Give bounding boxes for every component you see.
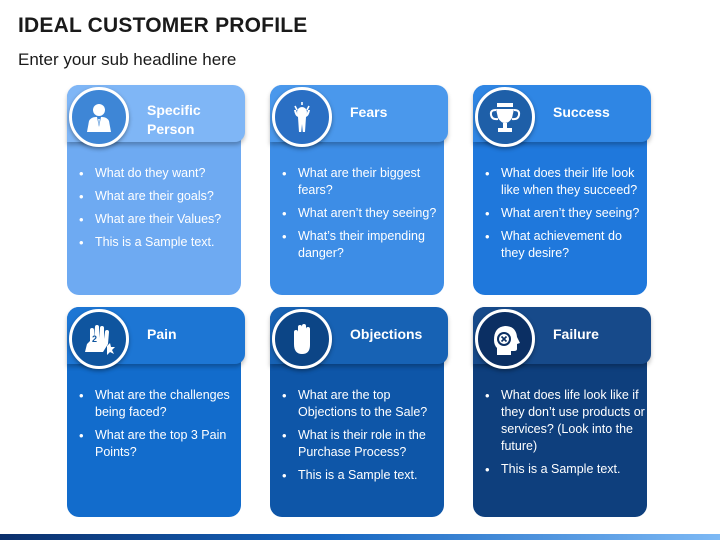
bullet-item: This is a Sample text. xyxy=(483,461,645,478)
bottom-accent-bar xyxy=(0,534,720,540)
card-heading: Specific Person xyxy=(147,102,201,137)
page-title: IDEAL CUSTOMER PROFILE xyxy=(18,14,308,37)
bullet-item: What’s their impending danger? xyxy=(280,228,442,262)
profile-card-objections: ObjectionsWhat are the top Objections to… xyxy=(270,307,448,517)
card-bullet-list: What do they want? What are their goals? W… xyxy=(77,165,239,257)
profile-card-pain: 2 PainWhat are the challenges being faced… xyxy=(67,307,245,517)
pain-hand-icon: 2 xyxy=(69,309,129,369)
card-heading: Failure xyxy=(553,326,599,342)
bullet-item: What are their goals? xyxy=(77,188,239,205)
card-bullet-list: What are the top Objections to the Sale?… xyxy=(280,387,442,490)
bullet-item: What is their role in the Purchase Proce… xyxy=(280,427,442,461)
bullet-item: What are their Values? xyxy=(77,211,239,228)
card-heading: Pain xyxy=(147,326,177,342)
failure-head-icon xyxy=(475,309,535,369)
bullet-item: What are the top 3 Pain Points? xyxy=(77,427,239,461)
stop-hand-icon xyxy=(272,309,332,369)
fear-icon xyxy=(272,87,332,147)
bullet-item: What are the challenges being faced? xyxy=(77,387,239,421)
card-heading: Fears xyxy=(350,104,388,120)
card-bullet-list: What are their biggest fears? What aren’t… xyxy=(280,165,442,268)
profile-card-fears: FearsWhat are their biggest fears?What a… xyxy=(270,85,448,295)
bullet-item: What achievement do they desire? xyxy=(483,228,645,262)
bullet-item: What aren’t they seeing? xyxy=(483,205,645,222)
svg-text:2: 2 xyxy=(92,334,97,344)
profile-card-specific-person: Specific PersonWhat do they want? What ar… xyxy=(67,85,245,295)
bullet-item: What does their life look like when they… xyxy=(483,165,645,199)
bullet-item: This is a Sample text. xyxy=(77,234,239,251)
person-icon xyxy=(69,87,129,147)
card-bullet-list: What does their life look like when they… xyxy=(483,165,645,268)
profile-card-failure: FailureWhat does life look like if they … xyxy=(473,307,651,517)
card-heading: Success xyxy=(553,104,610,120)
card-heading: Objections xyxy=(350,326,423,342)
bullet-item: What does life look like if they don’t u… xyxy=(483,387,645,455)
profile-card-success: SuccessWhat does their life look like wh… xyxy=(473,85,651,295)
bullet-item: What do they want? xyxy=(77,165,239,182)
bullet-item: This is a Sample text. xyxy=(280,467,442,484)
trophy-icon xyxy=(475,87,535,147)
card-bullet-list: What are the challenges being faced? What… xyxy=(77,387,239,467)
bullet-item: What are the top Objections to the Sale? xyxy=(280,387,442,421)
bullet-item: What aren’t they seeing? xyxy=(280,205,442,222)
page-subtitle: Enter your sub headline here xyxy=(18,50,237,69)
bullet-item: What are their biggest fears? xyxy=(280,165,442,199)
card-bullet-list: What does life look like if they don’t u… xyxy=(483,387,645,484)
